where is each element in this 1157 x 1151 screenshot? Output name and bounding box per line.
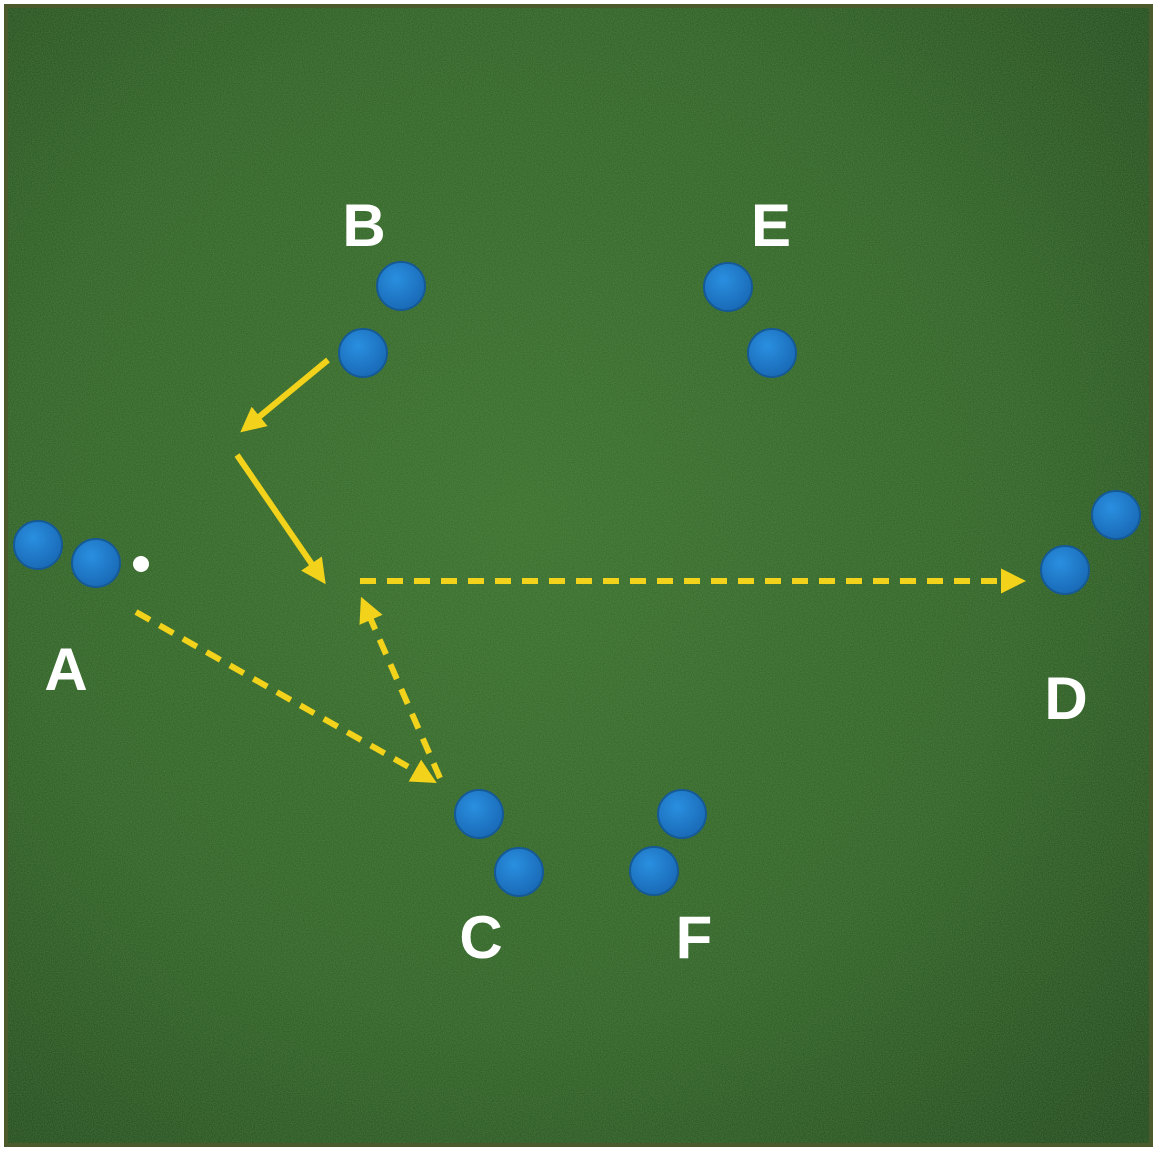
field-svg: A B C D E F — [8, 8, 1149, 1143]
station-e-cones — [703, 262, 797, 378]
cone-icon — [703, 262, 753, 312]
station-label-d: D — [1044, 665, 1087, 732]
cone-icon — [338, 328, 388, 378]
cone-icon — [376, 261, 426, 311]
station-label-c: C — [459, 904, 502, 971]
station-f-cones — [629, 789, 707, 896]
station-label-a: A — [44, 636, 87, 703]
ball-icon — [133, 556, 149, 572]
station-label-b: B — [342, 192, 385, 259]
cone-icon — [454, 789, 504, 839]
cone-icon — [494, 847, 544, 897]
cone-icon — [13, 520, 63, 570]
cone-icon — [1040, 545, 1090, 595]
cone-icon — [747, 328, 797, 378]
movement-arrows — [134, 357, 1027, 783]
station-a-cones — [13, 520, 121, 588]
drill-diagram: A B C D E F — [4, 4, 1153, 1147]
pass-arrow-a-to-c — [134, 609, 437, 783]
cone-icon — [657, 789, 707, 839]
cone-icon — [71, 538, 121, 588]
cone-icon — [629, 846, 679, 896]
cone-icon — [1091, 490, 1141, 540]
station-label-f: F — [676, 904, 713, 971]
station-b-cones — [338, 261, 426, 378]
pass-arrow-c-to-center — [359, 596, 443, 780]
station-label-e: E — [751, 192, 791, 259]
run-arrow-b-to-left — [240, 357, 330, 433]
grass-texture — [8, 8, 1149, 1143]
station-c-cones — [454, 789, 544, 897]
run-arrow-left-to-center — [234, 453, 326, 585]
station-d-cones — [1040, 490, 1141, 595]
